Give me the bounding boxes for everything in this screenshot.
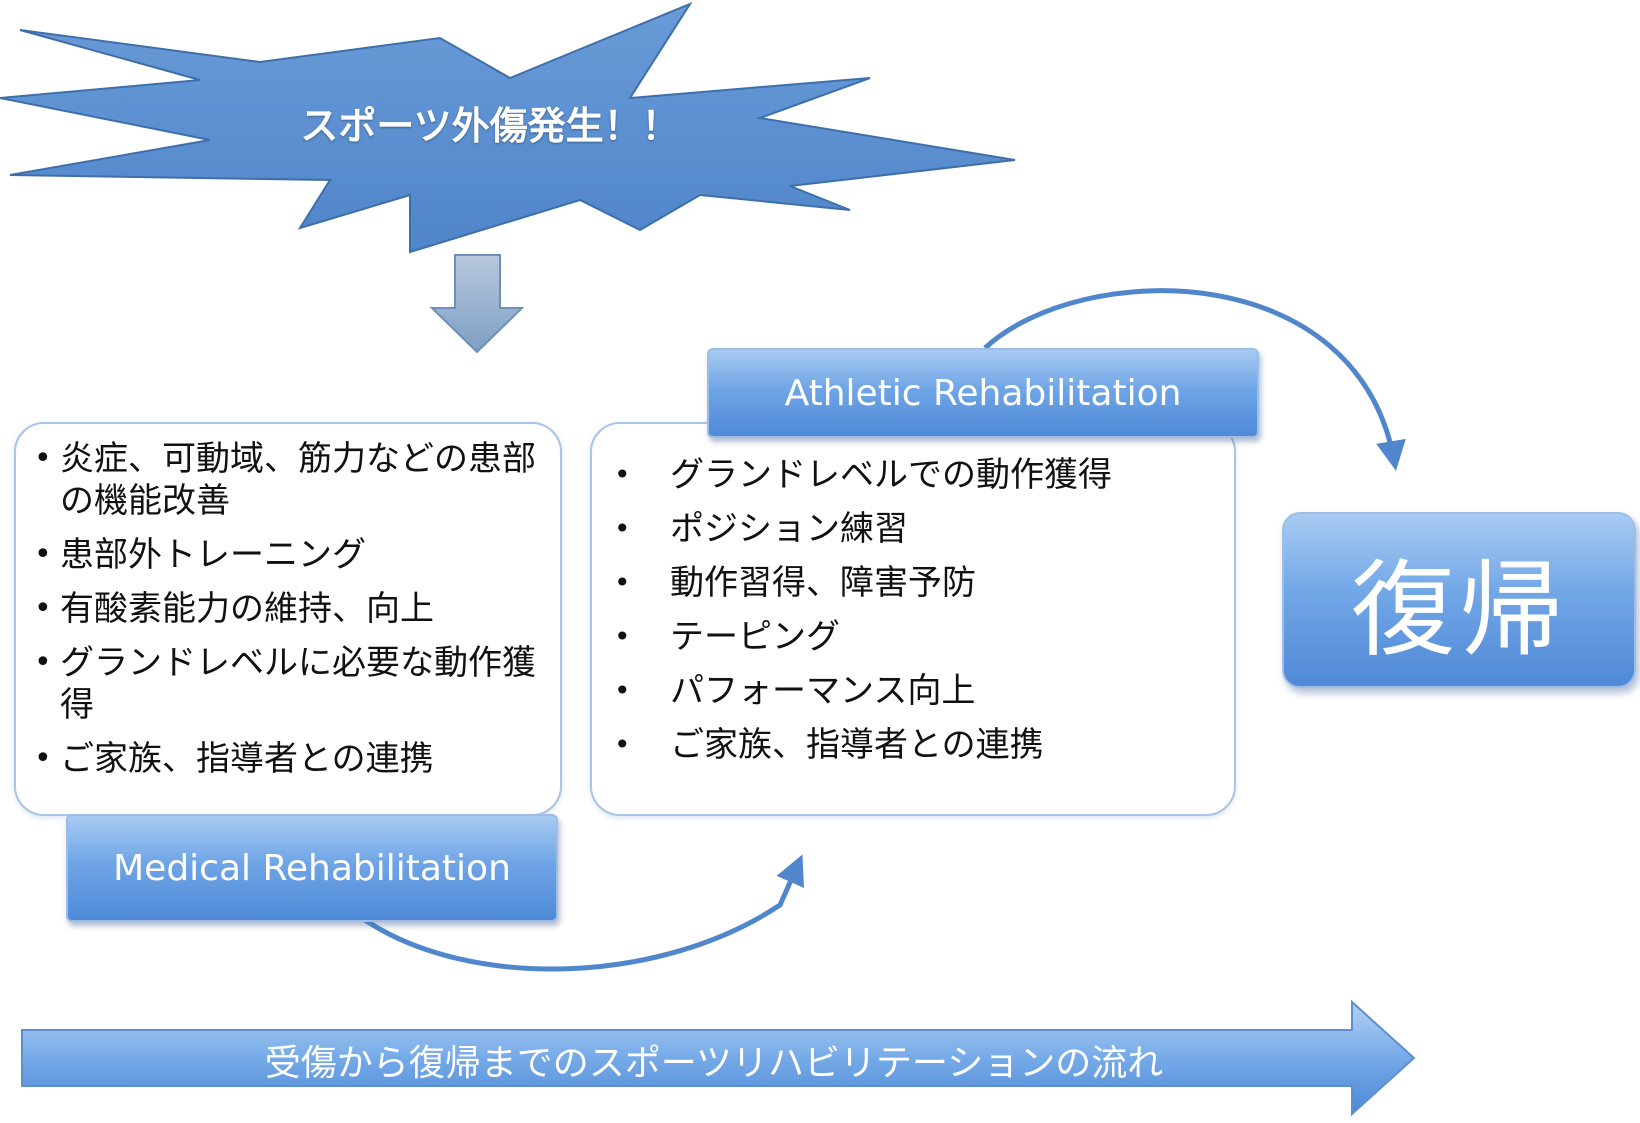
bullet-icon: • (614, 620, 631, 653)
list-item-text: テーピング (670, 617, 840, 657)
list-item: • ご家族、指導者との連携 (614, 724, 1214, 766)
list-item-text: パフォーマンス向上 (670, 671, 976, 711)
medical-item-list: •炎症、可動域、筋力などの患部の機能改善 •患部外トレーニング •有酸素能力の維… (16, 424, 560, 780)
list-item-text: 動作習得、障害予防 (670, 563, 976, 603)
bullet-icon: • (614, 674, 631, 707)
explosion-burst (0, 1, 1016, 254)
bullet-icon: • (614, 512, 631, 545)
list-item-text: 患部外トレーニング (60, 535, 366, 575)
bullet-icon: • (34, 591, 52, 626)
list-item: • グランドレベルでの動作獲得 (614, 454, 1214, 496)
list-item-text: 有酸素能力の維持、向上 (60, 589, 434, 629)
list-item: •グランドレベルに必要な動作獲得 (34, 642, 540, 726)
bullet-icon: • (34, 645, 52, 680)
bullet-icon: • (614, 566, 631, 599)
bullet-icon: • (614, 458, 631, 491)
medical-rehab-card: •炎症、可動域、筋力などの患部の機能改善 •患部外トレーニング •有酸素能力の維… (14, 422, 562, 816)
down-arrow (429, 254, 525, 354)
list-item: •ご家族、指導者との連携 (34, 738, 540, 780)
bullet-icon: • (614, 728, 631, 761)
bullet-icon: • (34, 441, 52, 476)
list-item: • ポジション練習 (614, 508, 1214, 550)
bullet-icon: • (34, 537, 52, 572)
list-item-text: グランドレベルに必要な動作獲得 (60, 643, 536, 725)
list-item-text: 炎症、可動域、筋力などの患部の機能改善 (60, 439, 536, 521)
list-item: •有酸素能力の維持、向上 (34, 588, 540, 630)
list-item-text: グランドレベルでの動作獲得 (670, 455, 1112, 495)
flow-arrow (21, 999, 1416, 1117)
flow-arrow-label: 受傷から復帰までのスポーツリハビリテーションの流れ (264, 1043, 1164, 1084)
curve-arrow-athletic-to-return (983, 288, 1406, 471)
return-box: 復帰 (1282, 512, 1636, 688)
list-item-text: ご家族、指導者との連携 (60, 739, 434, 779)
list-item: • 動作習得、障害予防 (614, 562, 1214, 604)
athletic-rehab-label: Athletic Rehabilitation (707, 348, 1259, 438)
athletic-item-list: • グランドレベルでの動作獲得 • ポジション練習 • 動作習得、障害予防 • テーピン… (592, 424, 1234, 766)
burst-label: スポーツ外傷発生！！ (300, 103, 680, 148)
list-item: •患部外トレーニング (34, 534, 540, 576)
list-item-text: ご家族、指導者との連携 (670, 725, 1044, 765)
curve-arrow-medical-to-athletic (363, 854, 804, 972)
medical-rehab-label: Medical Rehabilitation (66, 814, 558, 922)
list-item: • パフォーマンス向上 (614, 670, 1214, 712)
list-item: • テーピング (614, 616, 1214, 658)
bullet-icon: • (34, 741, 52, 776)
list-item-text: ポジション練習 (670, 509, 908, 549)
list-item: •炎症、可動域、筋力などの患部の機能改善 (34, 438, 540, 522)
athletic-rehab-card: • グランドレベルでの動作獲得 • ポジション練習 • 動作習得、障害予防 • テーピン… (590, 422, 1236, 816)
